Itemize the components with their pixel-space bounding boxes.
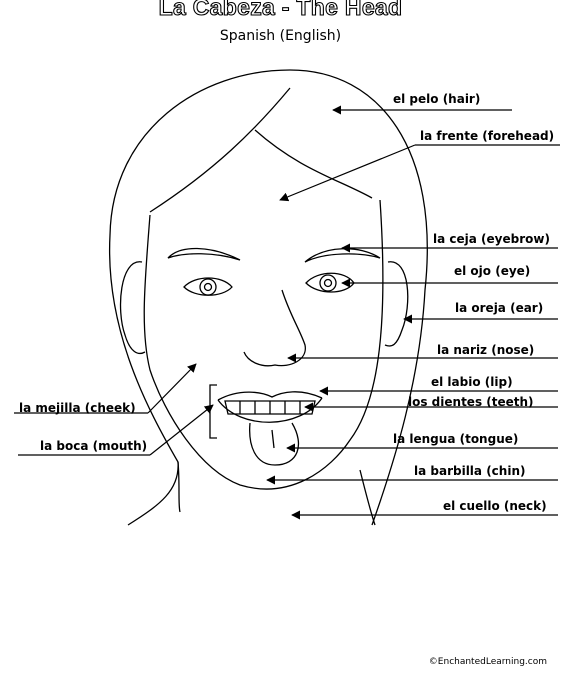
head-drawing <box>108 69 428 526</box>
right-ear <box>384 261 409 347</box>
copyright-credit: ©EnchantedLearning.com <box>428 657 547 667</box>
neck-line-right <box>359 469 376 526</box>
page-subtitle: Spanish (English) <box>219 28 342 44</box>
face-outline <box>143 199 384 490</box>
hair-outline <box>108 69 428 526</box>
label-eye: el ojo (eye) <box>454 264 530 278</box>
left-ear <box>119 261 146 355</box>
label-tongue: la lengua (tongue) <box>393 432 518 446</box>
arrow-cheek <box>147 363 197 414</box>
hair-part-right <box>254 129 373 199</box>
tongue <box>249 422 300 466</box>
label-forehead: la frente (forehead) <box>420 129 554 143</box>
arrow-forehead <box>279 144 416 202</box>
label-chin: la barbilla (chin) <box>414 464 525 478</box>
label-lip: el labio (lip) <box>431 375 513 389</box>
hair-part-left <box>149 87 291 213</box>
labels: el pelo (hair) la frente (forehead) la c… <box>19 92 554 513</box>
mouth-bracket <box>209 384 217 439</box>
page-title: La Cabeza - The Head <box>158 0 403 21</box>
label-mouth: la boca (mouth) <box>40 439 147 453</box>
left-pupil <box>203 282 213 292</box>
left-iris <box>199 278 217 296</box>
label-arrows <box>14 105 560 520</box>
label-nose: la nariz (nose) <box>437 343 534 357</box>
teeth-lines <box>239 401 301 414</box>
upper-lip <box>217 391 323 401</box>
label-teeth: los dientes (teeth) <box>408 395 534 409</box>
label-ear: la oreja (ear) <box>455 301 543 315</box>
nose <box>243 289 306 367</box>
arrow-mouth <box>149 404 214 456</box>
left-eye <box>183 277 233 296</box>
label-neck: el cuello (neck) <box>443 499 547 513</box>
label-cheek: la mejilla (cheek) <box>19 401 136 415</box>
label-hair: el pelo (hair) <box>393 92 480 106</box>
tongue-groove <box>271 429 275 449</box>
right-pupil <box>323 278 333 288</box>
right-iris <box>319 274 337 292</box>
label-eyebrow: la ceja (eyebrow) <box>433 232 550 246</box>
right-eyebrow <box>304 248 381 263</box>
left-eyebrow <box>167 247 241 261</box>
neck-line-left <box>177 461 181 513</box>
